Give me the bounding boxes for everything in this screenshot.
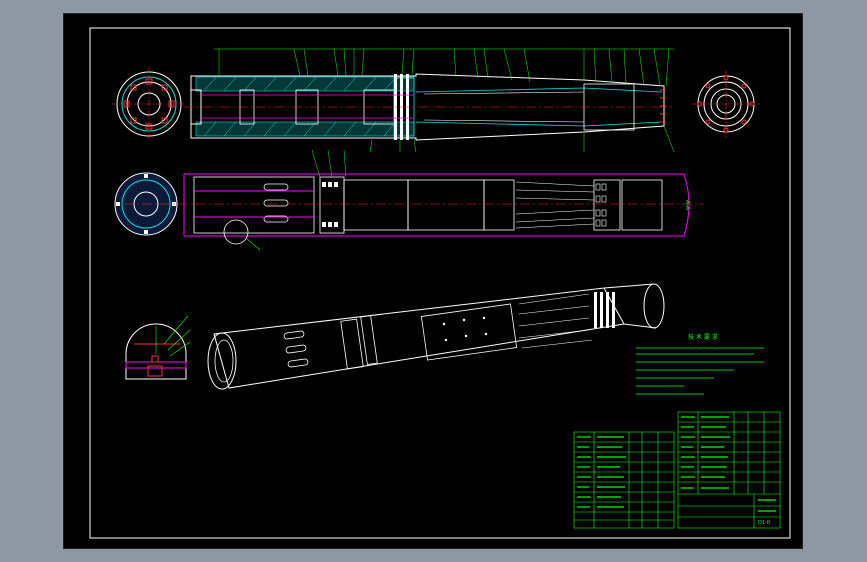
parts-list-table bbox=[573, 431, 675, 529]
section-label: A-A bbox=[684, 200, 691, 211]
isometric-view bbox=[207, 283, 665, 390]
technical-notes: 技 术 要 求 bbox=[636, 333, 764, 395]
right-end-view bbox=[692, 70, 760, 138]
parts-list-table-right bbox=[677, 411, 781, 529]
table-cell-text bbox=[577, 416, 776, 512]
drawing-frame bbox=[89, 27, 791, 539]
side-section-view: A-A bbox=[114, 149, 704, 251]
main-section-view bbox=[184, 48, 675, 153]
cad-drawing-sheet: A-A bbox=[89, 27, 791, 539]
notes-title: 技 术 要 求 bbox=[688, 333, 718, 341]
left-end-view bbox=[112, 67, 186, 141]
drawing-number: D1-0 bbox=[758, 520, 770, 526]
detail-view bbox=[125, 315, 191, 380]
drawing-viewport[interactable]: A-A bbox=[63, 13, 803, 549]
